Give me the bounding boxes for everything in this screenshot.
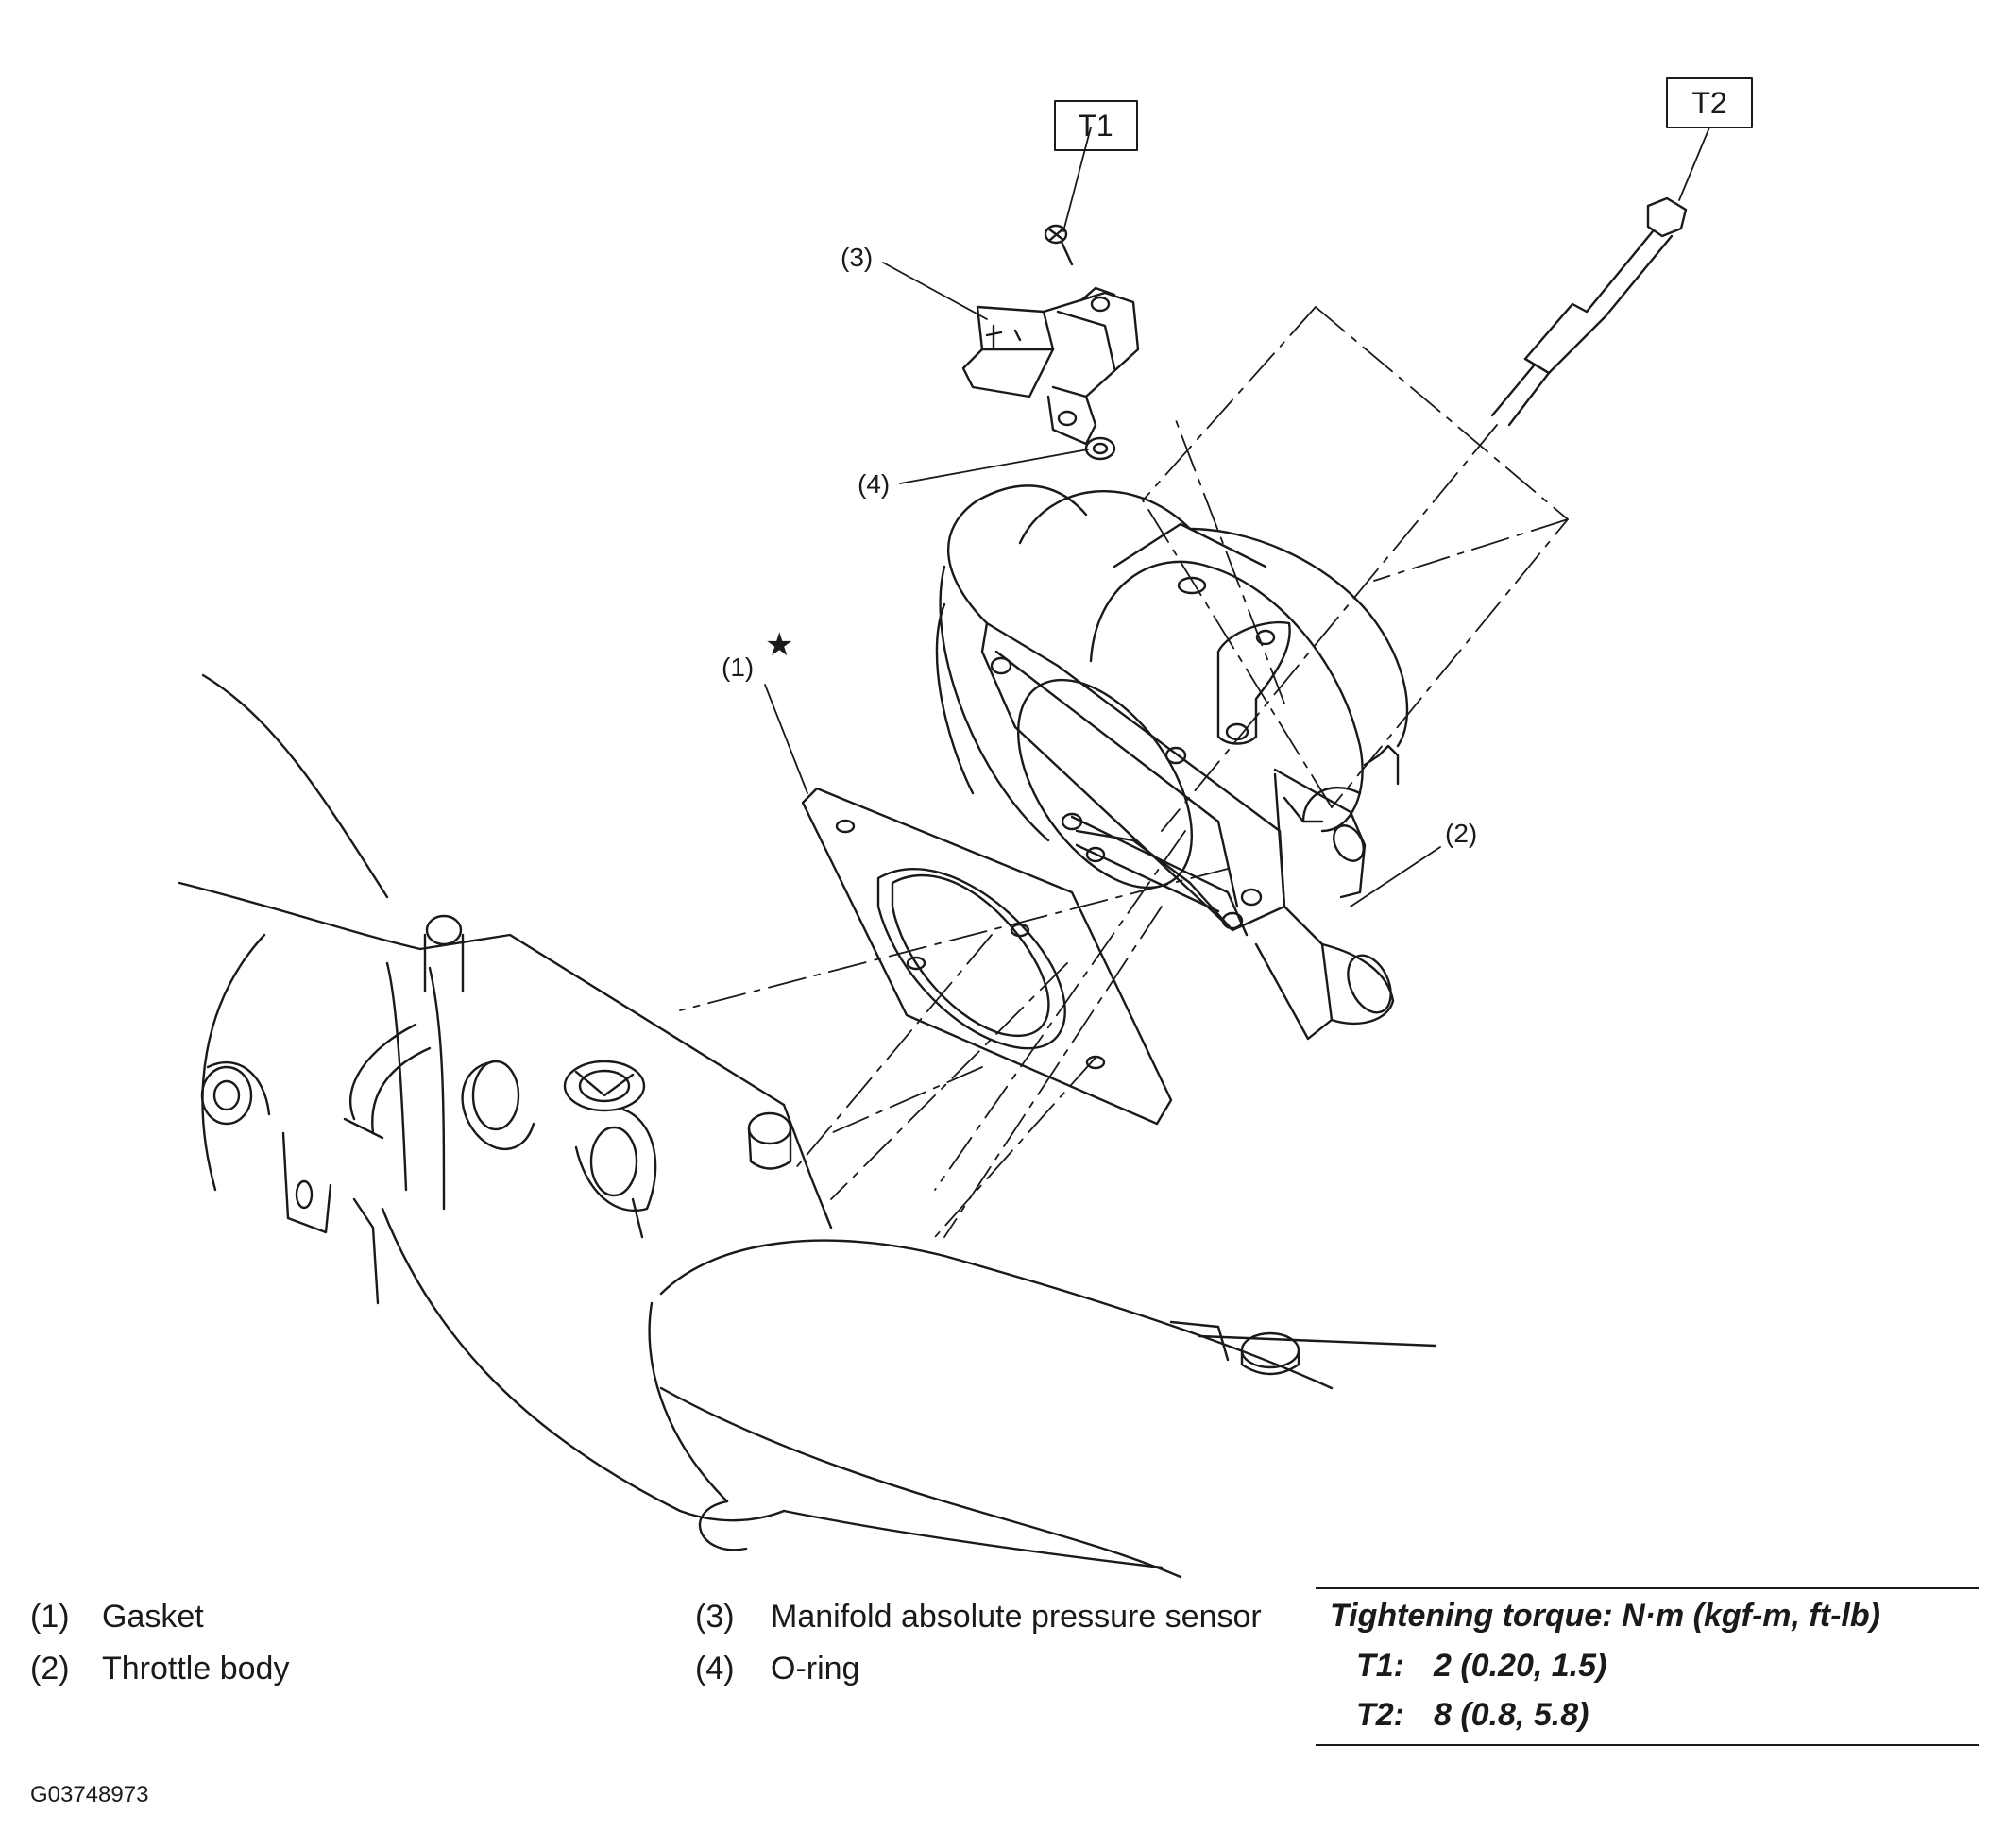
torque-row-t2: T2: 8 (0.8, 5.8): [1356, 1697, 1589, 1734]
gasket-callout: (1): [722, 653, 754, 682]
t2-callout-label: T2: [1692, 86, 1726, 120]
legend-item-throttle-body: (2) Throttle body: [30, 1650, 289, 1687]
legend-label: O-ring: [771, 1651, 860, 1687]
torque-value: 8 (0.8, 5.8): [1434, 1697, 1590, 1733]
legend-number: (1): [30, 1599, 70, 1635]
assembly-lines: [679, 306, 1569, 1238]
throttle-body-part: [935, 484, 1409, 1041]
legend-item-gasket: (1) Gasket: [30, 1598, 204, 1636]
torque-top-rule: [1316, 1587, 1979, 1589]
legend-number: (4): [695, 1651, 735, 1687]
t1-callout-box: [1054, 100, 1138, 151]
legend-item-map-sensor: (3) Manifold absolute pressure sensor: [695, 1598, 1262, 1636]
t1-callout-label: T1: [1078, 109, 1113, 143]
o-ring-callout: (4): [858, 469, 890, 499]
torque-key: T2:: [1356, 1697, 1404, 1733]
torque-title: Tightening torque: N·m (kgf-m, ft-lb): [1330, 1598, 1880, 1634]
figure-code: G03748973: [30, 1782, 149, 1807]
torque-value: 2 (0.20, 1.5): [1434, 1648, 1607, 1684]
legend-label: Gasket: [102, 1599, 204, 1635]
bolt-t2-part: [1490, 196, 1688, 427]
torque-row-t1: T1: 2 (0.20, 1.5): [1356, 1648, 1606, 1685]
legend-label: Manifold absolute pressure sensor: [771, 1599, 1262, 1635]
torque-key: T1:: [1356, 1648, 1404, 1684]
legend-item-o-ring: (4) O-ring: [695, 1650, 859, 1687]
map-sensor-part: [961, 224, 1140, 461]
torque-bottom-rule: [1316, 1744, 1979, 1746]
legend-label: Throttle body: [102, 1651, 290, 1687]
map-sensor-callout: (3): [841, 243, 873, 272]
t2-callout-box: [1666, 77, 1753, 128]
intake-manifold: [178, 673, 1437, 1579]
star-mark: ★: [765, 627, 793, 663]
legend-number: (3): [695, 1599, 735, 1635]
legend-number: (2): [30, 1651, 70, 1687]
leader-lines: [764, 127, 1710, 907]
gasket-part: [801, 787, 1173, 1126]
throttle-body-callout: (2): [1445, 819, 1477, 848]
